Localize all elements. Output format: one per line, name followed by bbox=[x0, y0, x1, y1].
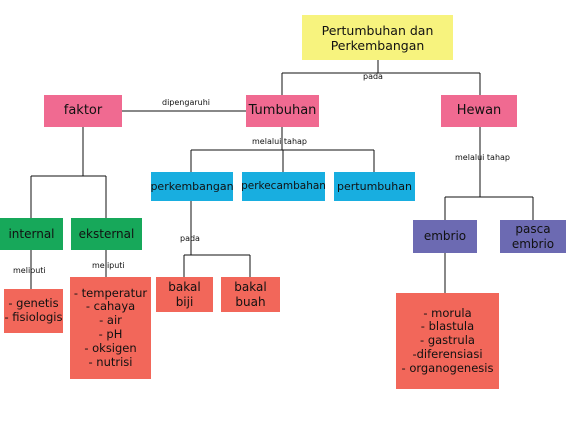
node-pertumbuhan: pertumbuhan bbox=[334, 172, 415, 201]
node-bakal-biji: bakal biji bbox=[156, 277, 213, 312]
node-internal-factors-list: - genetis - fisiologis bbox=[4, 289, 63, 333]
node-hewan: Hewan bbox=[441, 95, 517, 127]
list-item: - blastula bbox=[420, 319, 475, 334]
node-bakal-buah: bakal buah bbox=[221, 277, 280, 312]
node-embrio: embrio bbox=[413, 220, 477, 253]
list-item: - nutrisi bbox=[88, 354, 133, 369]
list-item: - air bbox=[99, 313, 122, 328]
edge-label-melalui-tahap: melalui tahap bbox=[455, 153, 510, 162]
list-item: - gastrula bbox=[420, 333, 475, 348]
edge-tumbuhan-branch bbox=[190, 127, 375, 172]
node-embrio-stages-list: - morula - blastula - gastrula -diferens… bbox=[396, 293, 499, 389]
node-text: embrio bbox=[511, 236, 555, 251]
list-item: - pH bbox=[98, 327, 123, 341]
edge-root-branch bbox=[281, 60, 481, 95]
node-text: bakal bbox=[168, 280, 201, 295]
node-text: Tumbuhan bbox=[248, 103, 317, 119]
edge-label-pada: pada bbox=[180, 234, 200, 243]
node-tumbuhan: Tumbuhan bbox=[246, 95, 319, 127]
list-item: - organogenesis bbox=[401, 360, 494, 375]
node-pasca-embrio: pasca embrio bbox=[500, 220, 566, 253]
node-text: eksternal bbox=[78, 226, 135, 241]
node-text: biji bbox=[175, 294, 194, 309]
node-text: Pertumbuhan dan bbox=[321, 22, 434, 38]
node-text: perkecambahan bbox=[241, 180, 326, 193]
node-text: pertumbuhan bbox=[337, 179, 412, 193]
edge-label-meliputi: meliputi bbox=[92, 261, 125, 270]
node-perkecambahan: perkecambahan bbox=[241, 172, 326, 201]
list-item: - oksigen bbox=[84, 340, 137, 355]
edge-perkembangan-branch bbox=[183, 201, 251, 277]
list-item: - fisiologis bbox=[4, 310, 63, 324]
node-perkembangan: perkembangan bbox=[150, 172, 234, 201]
node-text: buah bbox=[235, 294, 266, 309]
list-item: - genetis bbox=[8, 296, 59, 311]
edge-label-meliputi: meliputi bbox=[13, 266, 46, 275]
node-text: embrio bbox=[423, 229, 467, 244]
node-text: pasca bbox=[515, 222, 551, 237]
node-faktor: faktor bbox=[44, 95, 122, 127]
node-text: faktor bbox=[63, 103, 103, 119]
node-text: bakal bbox=[234, 280, 267, 295]
node-internal: internal bbox=[0, 218, 63, 250]
list-item: -diferensiasi bbox=[412, 346, 483, 361]
node-text: Hewan bbox=[456, 103, 502, 119]
node-pertumbuhan-dan-perkembangan: Pertumbuhan dan Perkembangan bbox=[302, 15, 453, 60]
edge-label-dipengaruhi: dipengaruhi bbox=[162, 98, 211, 107]
list-item: - cahaya bbox=[85, 299, 136, 314]
node-eksternal: eksternal bbox=[71, 218, 142, 250]
node-external-factors-list: - temperatur - cahaya - air - pH - oksig… bbox=[70, 277, 151, 379]
list-item: - morula bbox=[423, 305, 472, 320]
edge-label-melalui-tahap: melalui tahap bbox=[252, 137, 307, 146]
edge-label-pada: pada bbox=[363, 72, 383, 81]
node-text: perkembangan bbox=[150, 179, 234, 193]
edge-hewan-branch bbox=[444, 127, 534, 220]
node-text: internal bbox=[8, 226, 55, 241]
edge-faktor-branch bbox=[30, 127, 107, 218]
list-item: - temperatur bbox=[73, 285, 148, 300]
node-text: Perkembangan bbox=[330, 37, 425, 53]
